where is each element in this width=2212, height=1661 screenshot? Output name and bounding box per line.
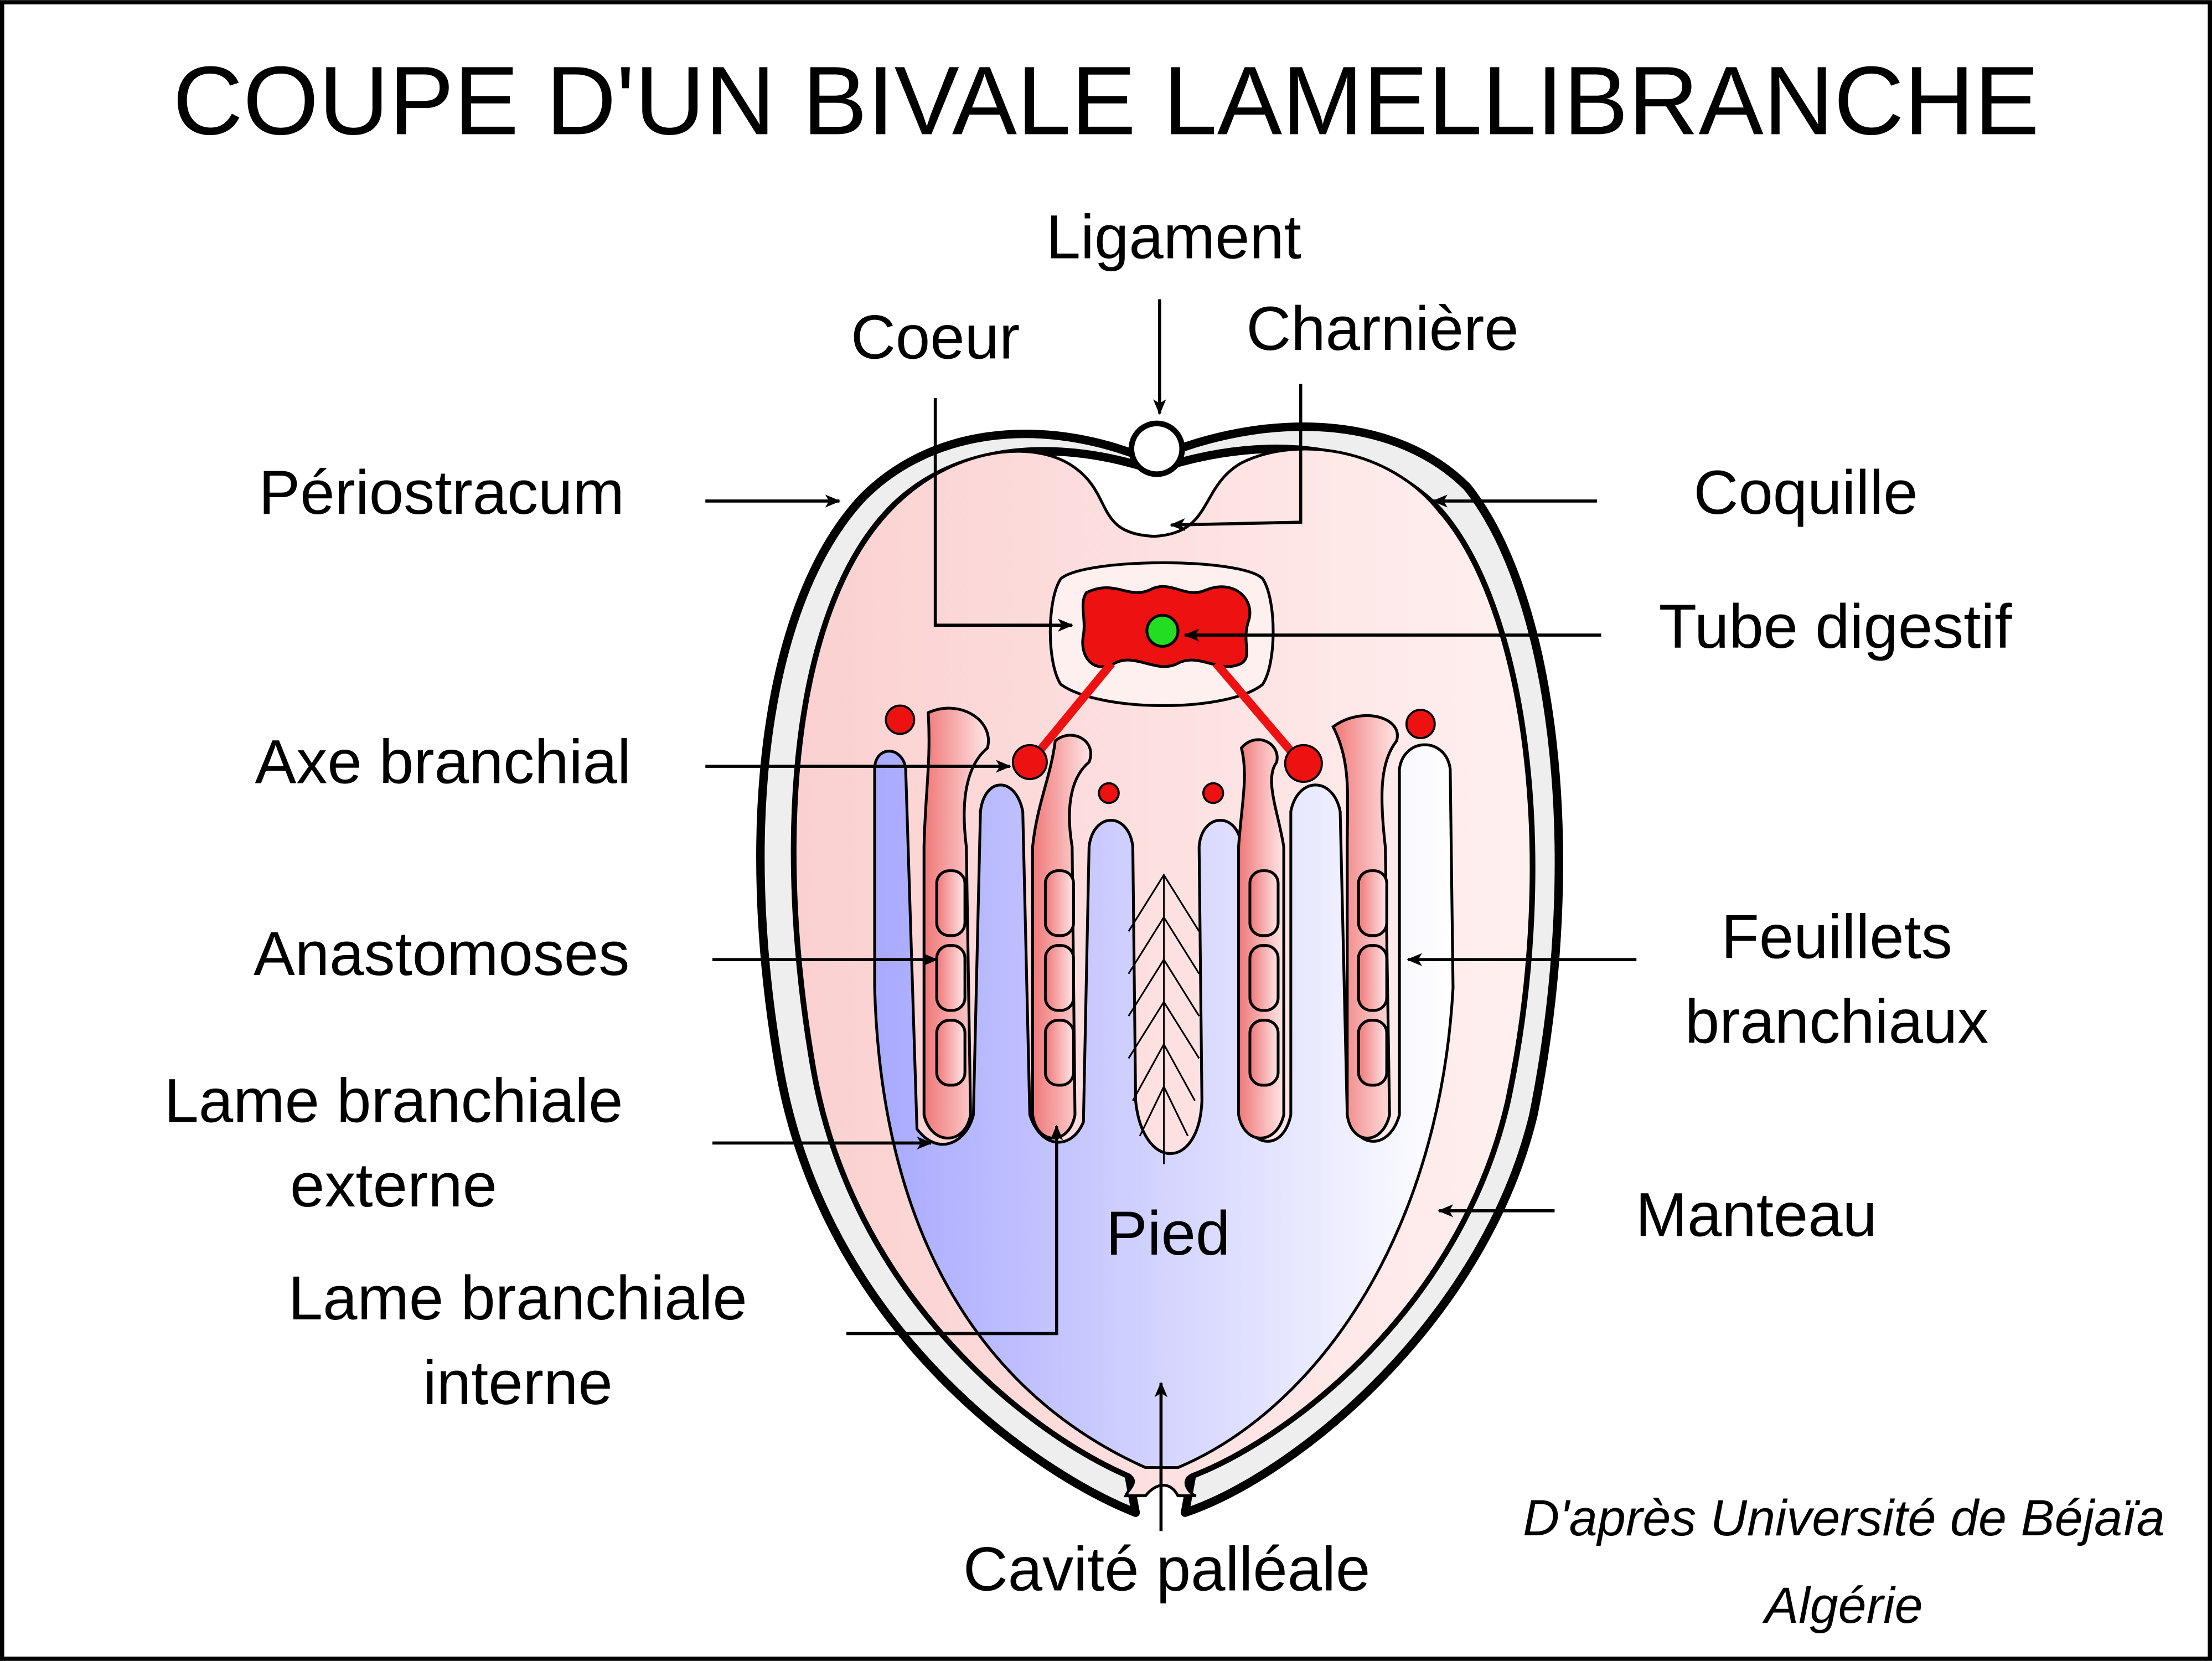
label-feuillets-line2: branchiaux: [1685, 987, 1989, 1056]
label-lame-interne-line1: Lame branchiale: [288, 1263, 747, 1333]
label-pied: Pied: [1106, 1198, 1230, 1268]
label-manteau: Manteau: [1636, 1180, 1877, 1250]
ligament: [1128, 420, 1185, 477]
arrow-lame-interne: [846, 1124, 1063, 1335]
arrows: [705, 299, 1637, 1531]
foot: [873, 743, 1455, 1469]
branchial-vessels: [1029, 661, 1301, 762]
label-periostracum: Périostracum: [259, 457, 624, 527]
label-lame-interne-line2: interne: [423, 1348, 613, 1417]
label-tube-digestif: Tube digestif: [1659, 591, 2013, 661]
label-coeur: Coeur: [851, 302, 1020, 372]
label-anastomoses: Anastomoses: [254, 919, 629, 988]
credit-line1: D'après Université de Béjaïa: [1523, 1490, 2165, 1546]
foot-chevrons: [1128, 873, 1200, 1164]
credit-line2: Algérie: [1762, 1577, 1923, 1634]
label-lame-externe-line1: Lame branchiale: [164, 1065, 623, 1135]
arrow-charniere: [1169, 384, 1303, 532]
label-lame-externe-line2: externe: [290, 1150, 497, 1220]
anastomoses: [935, 869, 1388, 1087]
label-ligament: Ligament: [1046, 202, 1301, 272]
page-title: COUPE D'UN BIVALE LAMELLIBRANCHE: [173, 47, 2039, 155]
digestive-tube: [1145, 613, 1180, 648]
label-coquille: Coquille: [1693, 457, 1918, 527]
arrow-coeur: [933, 398, 1074, 632]
label-charniere: Charnière: [1246, 293, 1518, 363]
label-cavite-palleale: Cavité palléale: [963, 1534, 1371, 1603]
branchial-axes: [885, 704, 1436, 804]
label-axe-branchial: Axe branchial: [255, 727, 631, 797]
label-feuillets-line1: Feuillets: [1721, 902, 1952, 972]
